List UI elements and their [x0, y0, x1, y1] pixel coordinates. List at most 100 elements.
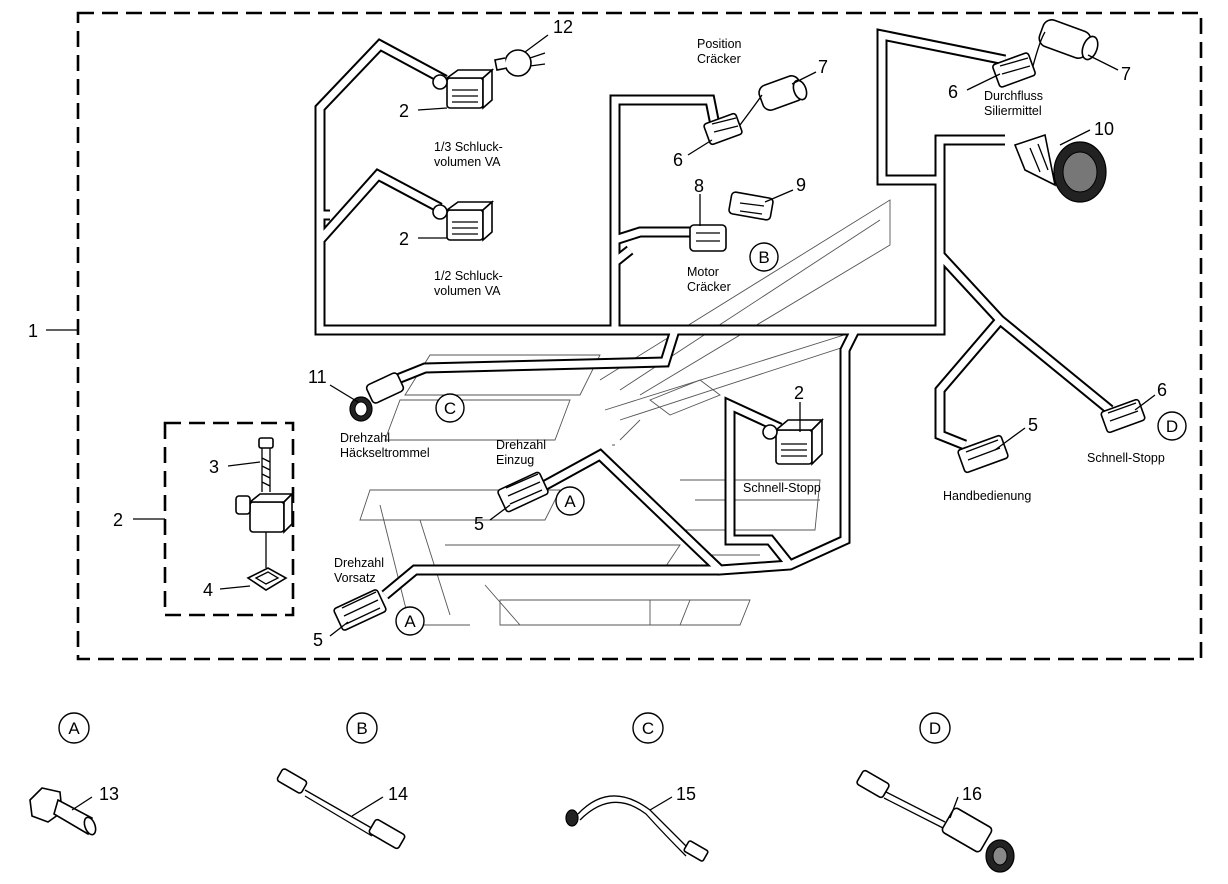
label-drehzahl-vorsatz-line1: Drehzahl	[334, 556, 384, 570]
callout-12: 12	[553, 17, 573, 37]
main-harness	[314, 28, 1114, 600]
harness-wire	[314, 38, 1005, 336]
harness-wire-inner	[726, 399, 793, 568]
part-13-bolt	[29, 787, 97, 836]
callout-16: 16	[962, 784, 982, 804]
round-connector-10	[1013, 133, 1107, 203]
label-schluck12-line1: 1/2 Schluck-	[434, 269, 503, 283]
valve-socket-1-3	[432, 68, 495, 110]
part-15-cable	[565, 795, 709, 862]
label-drehzahl-einzug-line2: Einzug	[496, 453, 534, 467]
callout-6-durchfluss: 6	[948, 82, 958, 102]
label-schluck12-line2: volumen VA	[434, 284, 501, 298]
label-durchfluss-line2: Siliermittel	[984, 104, 1042, 118]
callout-2-schluck13: 2	[399, 101, 409, 121]
connector-drehzahl-vorsatz	[333, 589, 387, 631]
harness-wire-inner	[611, 96, 719, 330]
harness-wire	[315, 168, 443, 244]
label-position-line2: Cräcker	[697, 52, 741, 66]
marker-a-einzug: A	[555, 486, 585, 516]
connector-motor-cracker	[689, 191, 774, 252]
harness-wire	[381, 564, 720, 600]
svg-text:C: C	[444, 399, 456, 418]
label-drehzahl-hack-line2: Häckseltrommel	[340, 446, 430, 460]
label-drehzahl-vorsatz-line2: Vorsatz	[334, 571, 376, 585]
callout-14: 14	[388, 784, 408, 804]
label-handbedienung: Handbedienung	[943, 489, 1031, 503]
sensor-drehzahl-hackseltrommel	[349, 372, 405, 422]
marker-c-hack: C	[435, 393, 465, 423]
harness-wire-inner	[316, 40, 1005, 334]
svg-text:D: D	[1166, 417, 1178, 436]
connector-schnell-stopp	[1100, 398, 1146, 434]
callout-1: 1	[28, 321, 38, 341]
callout-5-vorsatz: 5	[313, 630, 323, 650]
callout-15: 15	[676, 784, 696, 804]
callout-5-einzug: 5	[474, 514, 484, 534]
marker-b-bottom: B	[346, 712, 378, 744]
callout-3: 3	[209, 457, 219, 477]
svg-text:B: B	[758, 248, 769, 267]
callout-10: 10	[1094, 119, 1114, 139]
label-schluck13-line2: volumen VA	[434, 155, 501, 169]
callout-13: 13	[99, 784, 119, 804]
svg-text:A: A	[68, 719, 80, 738]
marker-b-motor: B	[749, 242, 779, 272]
callout-4: 4	[203, 580, 213, 600]
leader-lines	[46, 34, 1156, 819]
label-drehzahl-einzug-line1: Drehzahl	[496, 438, 546, 452]
callout-2-detail: 2	[113, 510, 123, 530]
plug-component-12	[494, 49, 546, 77]
label-motor-line1: Motor	[687, 265, 719, 279]
callout-5-hand: 5	[1028, 415, 1038, 435]
svg-text:B: B	[356, 719, 367, 738]
harness-wire-inner	[613, 228, 700, 244]
callout-2-schnell: 2	[794, 383, 804, 403]
marker-d-bottom: D	[919, 712, 951, 744]
label-schluck13-line1: 1/3 Schluck-	[434, 140, 503, 154]
connector-drehzahl-einzug	[497, 471, 549, 513]
text-labels: 1/3 Schluck- volumen VA 1/2 Schluck- vol…	[334, 37, 1165, 585]
harness-wire-inner	[317, 170, 442, 243]
marker-c-bottom: C	[632, 712, 664, 744]
label-drehzahl-hack-line1: Drehzahl	[340, 431, 390, 445]
connector-position-cracker	[703, 75, 808, 146]
assembly-boundary	[76, 11, 1203, 661]
harness-wire-inner	[936, 317, 1003, 449]
label-motor-line2: Cräcker	[687, 280, 731, 294]
svg-text:D: D	[929, 719, 941, 738]
valve-socket-schnell-stopp	[762, 418, 824, 466]
callout-7-position: 7	[818, 57, 828, 77]
callout-numbers: 1 2 3 4 2 2 12 6 7 8 9 6 7 10 11 2 5 5 5…	[28, 17, 1167, 804]
harness-wire-inner	[382, 566, 720, 598]
marker-d-schnell: D	[1157, 411, 1187, 441]
callout-6-position: 6	[673, 150, 683, 170]
callout-7-durchfluss: 7	[1121, 64, 1131, 84]
detail-assembly-2	[235, 437, 294, 591]
label-durchfluss-line1: Durchfluss	[984, 89, 1043, 103]
callout-2-schluck12: 2	[399, 229, 409, 249]
callout-9: 9	[796, 175, 806, 195]
part-14-cable	[276, 768, 406, 850]
letter-markers: A A B C D A B C	[58, 242, 1187, 744]
label-position-line1: Position	[697, 37, 742, 51]
label-schnell-stopp-center: Schnell-Stopp	[743, 481, 821, 495]
label-schnell-stopp-right: Schnell-Stopp	[1087, 451, 1165, 465]
callout-8: 8	[694, 176, 704, 196]
part-16-switch	[856, 769, 1015, 873]
valve-socket-1-2	[432, 200, 495, 242]
harness-wire-inner	[878, 30, 1006, 184]
marker-a-vorsatz: A	[395, 606, 425, 636]
callout-11: 11	[308, 367, 327, 387]
harness-wire-inner	[937, 252, 1113, 413]
callout-6-schnell: 6	[1157, 380, 1167, 400]
marker-a-bottom: A	[58, 712, 90, 744]
svg-text:C: C	[642, 719, 654, 738]
svg-text:A: A	[404, 612, 416, 631]
connector-durchfluss	[992, 19, 1099, 88]
svg-text:A: A	[564, 492, 576, 511]
harness-wire-inner	[393, 328, 679, 384]
harness-wire-inner	[612, 247, 633, 265]
connector-handbedienung	[957, 434, 1009, 474]
